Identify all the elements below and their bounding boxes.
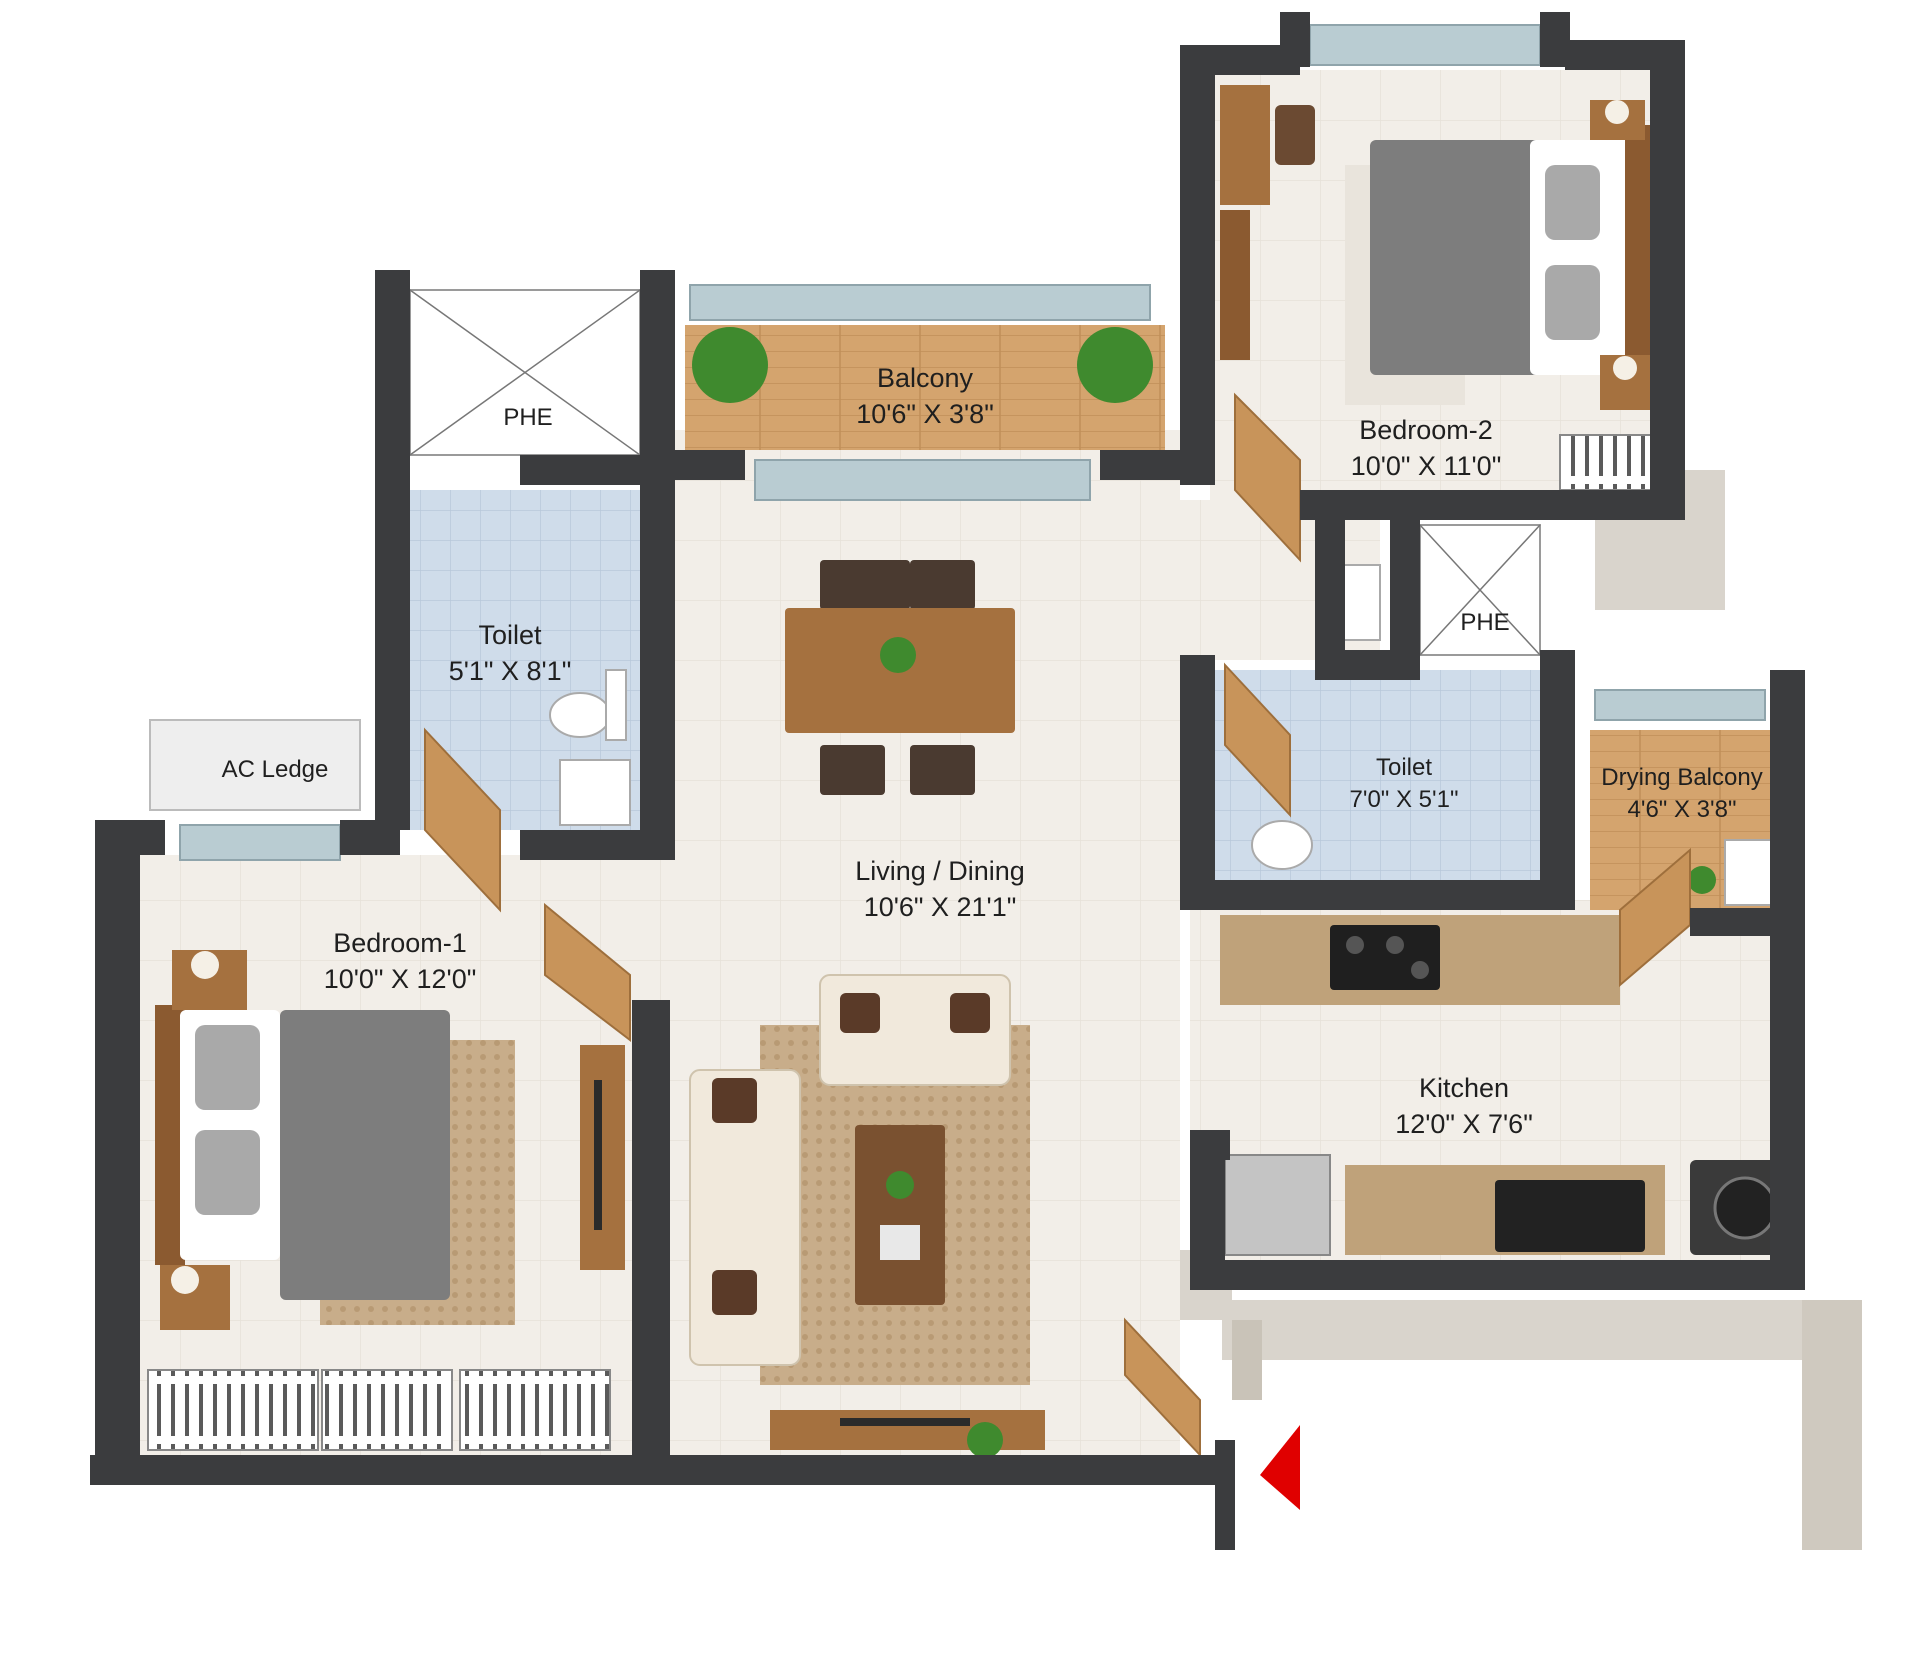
plant-icon	[692, 327, 768, 403]
label-ac-ledge: AC Ledge	[222, 754, 329, 786]
room-name: PHE	[1460, 609, 1510, 636]
walls	[90, 12, 1805, 1550]
room-name: AC Ledge	[221, 756, 329, 783]
label-drying-balcony: Drying Balcony 4'6" X 3'8"	[1601, 762, 1762, 826]
plant-icon	[967, 1422, 1003, 1458]
room-dims: 4'6" X 3'8"	[1627, 796, 1737, 823]
plant-icon	[1077, 327, 1153, 403]
door-bedroom2[interactable]	[1234, 392, 1301, 563]
entry-marker-icon	[1260, 1425, 1300, 1510]
room-dims: 10'0" X 11'0"	[1350, 451, 1502, 481]
label-living-dining: Living / Dining 10'6" X 21'1"	[855, 853, 1025, 925]
label-phe-left: PHE	[503, 402, 552, 434]
room-name: Balcony	[876, 363, 974, 393]
room-name: Drying Balcony	[1601, 764, 1763, 791]
room-name: PHE	[503, 404, 553, 431]
label-phe-right: PHE	[1460, 607, 1509, 639]
label-toilet-right: Toilet 7'0" X 5'1"	[1350, 752, 1459, 816]
label-bedroom2: Bedroom-2 10'0" X 11'0"	[1351, 412, 1502, 484]
door-toilet-left[interactable]	[424, 727, 501, 913]
room-name: Bedroom-2	[1359, 415, 1493, 445]
ac-ledge-box	[149, 719, 361, 811]
door-toilet-right[interactable]	[1224, 662, 1291, 818]
room-name: Kitchen	[1418, 1073, 1510, 1103]
label-toilet-left: Toilet 5'1" X 8'1"	[449, 617, 572, 689]
ac-vents	[147, 434, 1671, 1451]
doors	[424, 392, 1691, 1458]
room-name: Living / Dining	[855, 856, 1025, 886]
room-name: Toilet	[1375, 754, 1433, 781]
door-bedroom1[interactable]	[544, 902, 631, 1043]
room-dims: 10'0" X 12'0"	[323, 964, 477, 994]
label-bedroom1: Bedroom-1 10'0" X 12'0"	[324, 925, 477, 997]
label-kitchen: Kitchen 12'0" X 7'6"	[1395, 1070, 1533, 1142]
room-name: Bedroom-1	[333, 928, 467, 958]
room-dims: 12'0" X 7'6"	[1395, 1109, 1533, 1139]
room-dims: 10'6" X 3'8"	[856, 399, 994, 429]
room-name: Toilet	[478, 620, 542, 650]
furniture	[155, 85, 1800, 1458]
room-dims: 10'6" X 21'1"	[863, 892, 1017, 922]
room-dims: 5'1" X 8'1"	[448, 656, 572, 686]
room-dims: 7'0" X 5'1"	[1349, 786, 1459, 813]
label-balcony: Balcony 10'6" X 3'8"	[856, 360, 994, 432]
windows	[179, 24, 1766, 861]
